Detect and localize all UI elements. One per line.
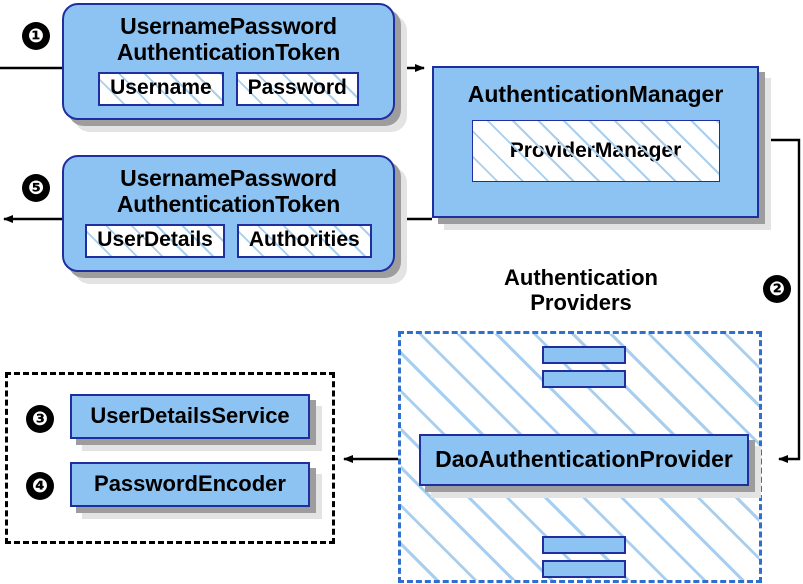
provider-bar-bottom-1[interactable] (542, 536, 626, 554)
result-token-box[interactable]: UsernamePassword AuthenticationToken Use… (62, 155, 395, 272)
step-badge-3: ❸ (26, 405, 54, 433)
provider-bar-top-1[interactable] (542, 346, 626, 364)
username-field[interactable]: Username (98, 71, 224, 106)
step-badge-2: ❷ (763, 275, 791, 303)
provider-bar-top-2[interactable] (542, 370, 626, 388)
user-details-field[interactable]: UserDetails (85, 223, 225, 258)
step-badge-4: ❹ (26, 472, 54, 500)
user-details-service-box[interactable]: UserDetailsService (70, 394, 310, 439)
request-token-box[interactable]: UsernamePassword AuthenticationToken Use… (62, 3, 395, 120)
password-field[interactable]: Password (235, 71, 359, 106)
dao-authentication-provider-box[interactable]: DaoAuthenticationProvider (419, 434, 749, 486)
authentication-manager-title: AuthenticationManager (467, 81, 724, 107)
step-badge-5: ❺ (22, 174, 50, 202)
authorities-field[interactable]: Authorities (236, 223, 372, 258)
step-badge-1: ❶ (22, 22, 50, 50)
request-token-title: UsernamePassword AuthenticationToken (116, 13, 341, 65)
result-token-fields: UserDetails Authorities (85, 223, 372, 258)
user-details-service-label: UserDetailsService (90, 403, 290, 429)
provider-bar-bottom-2[interactable] (542, 560, 626, 578)
dependencies-region (5, 372, 335, 544)
provider-manager-box[interactable]: ProviderManager (471, 119, 720, 182)
request-token-fields: Username Password (98, 71, 359, 106)
password-encoder-box[interactable]: PasswordEncoder (70, 462, 310, 507)
provider-manager-label: ProviderManager (509, 138, 682, 162)
authentication-manager-box[interactable]: AuthenticationManager ProviderManager (432, 66, 759, 218)
password-encoder-label: PasswordEncoder (94, 471, 286, 497)
result-token-title: UsernamePassword AuthenticationToken (116, 165, 341, 217)
authentication-providers-heading: Authentication Providers (504, 265, 658, 316)
dao-authentication-provider-label: DaoAuthenticationProvider (435, 446, 733, 473)
